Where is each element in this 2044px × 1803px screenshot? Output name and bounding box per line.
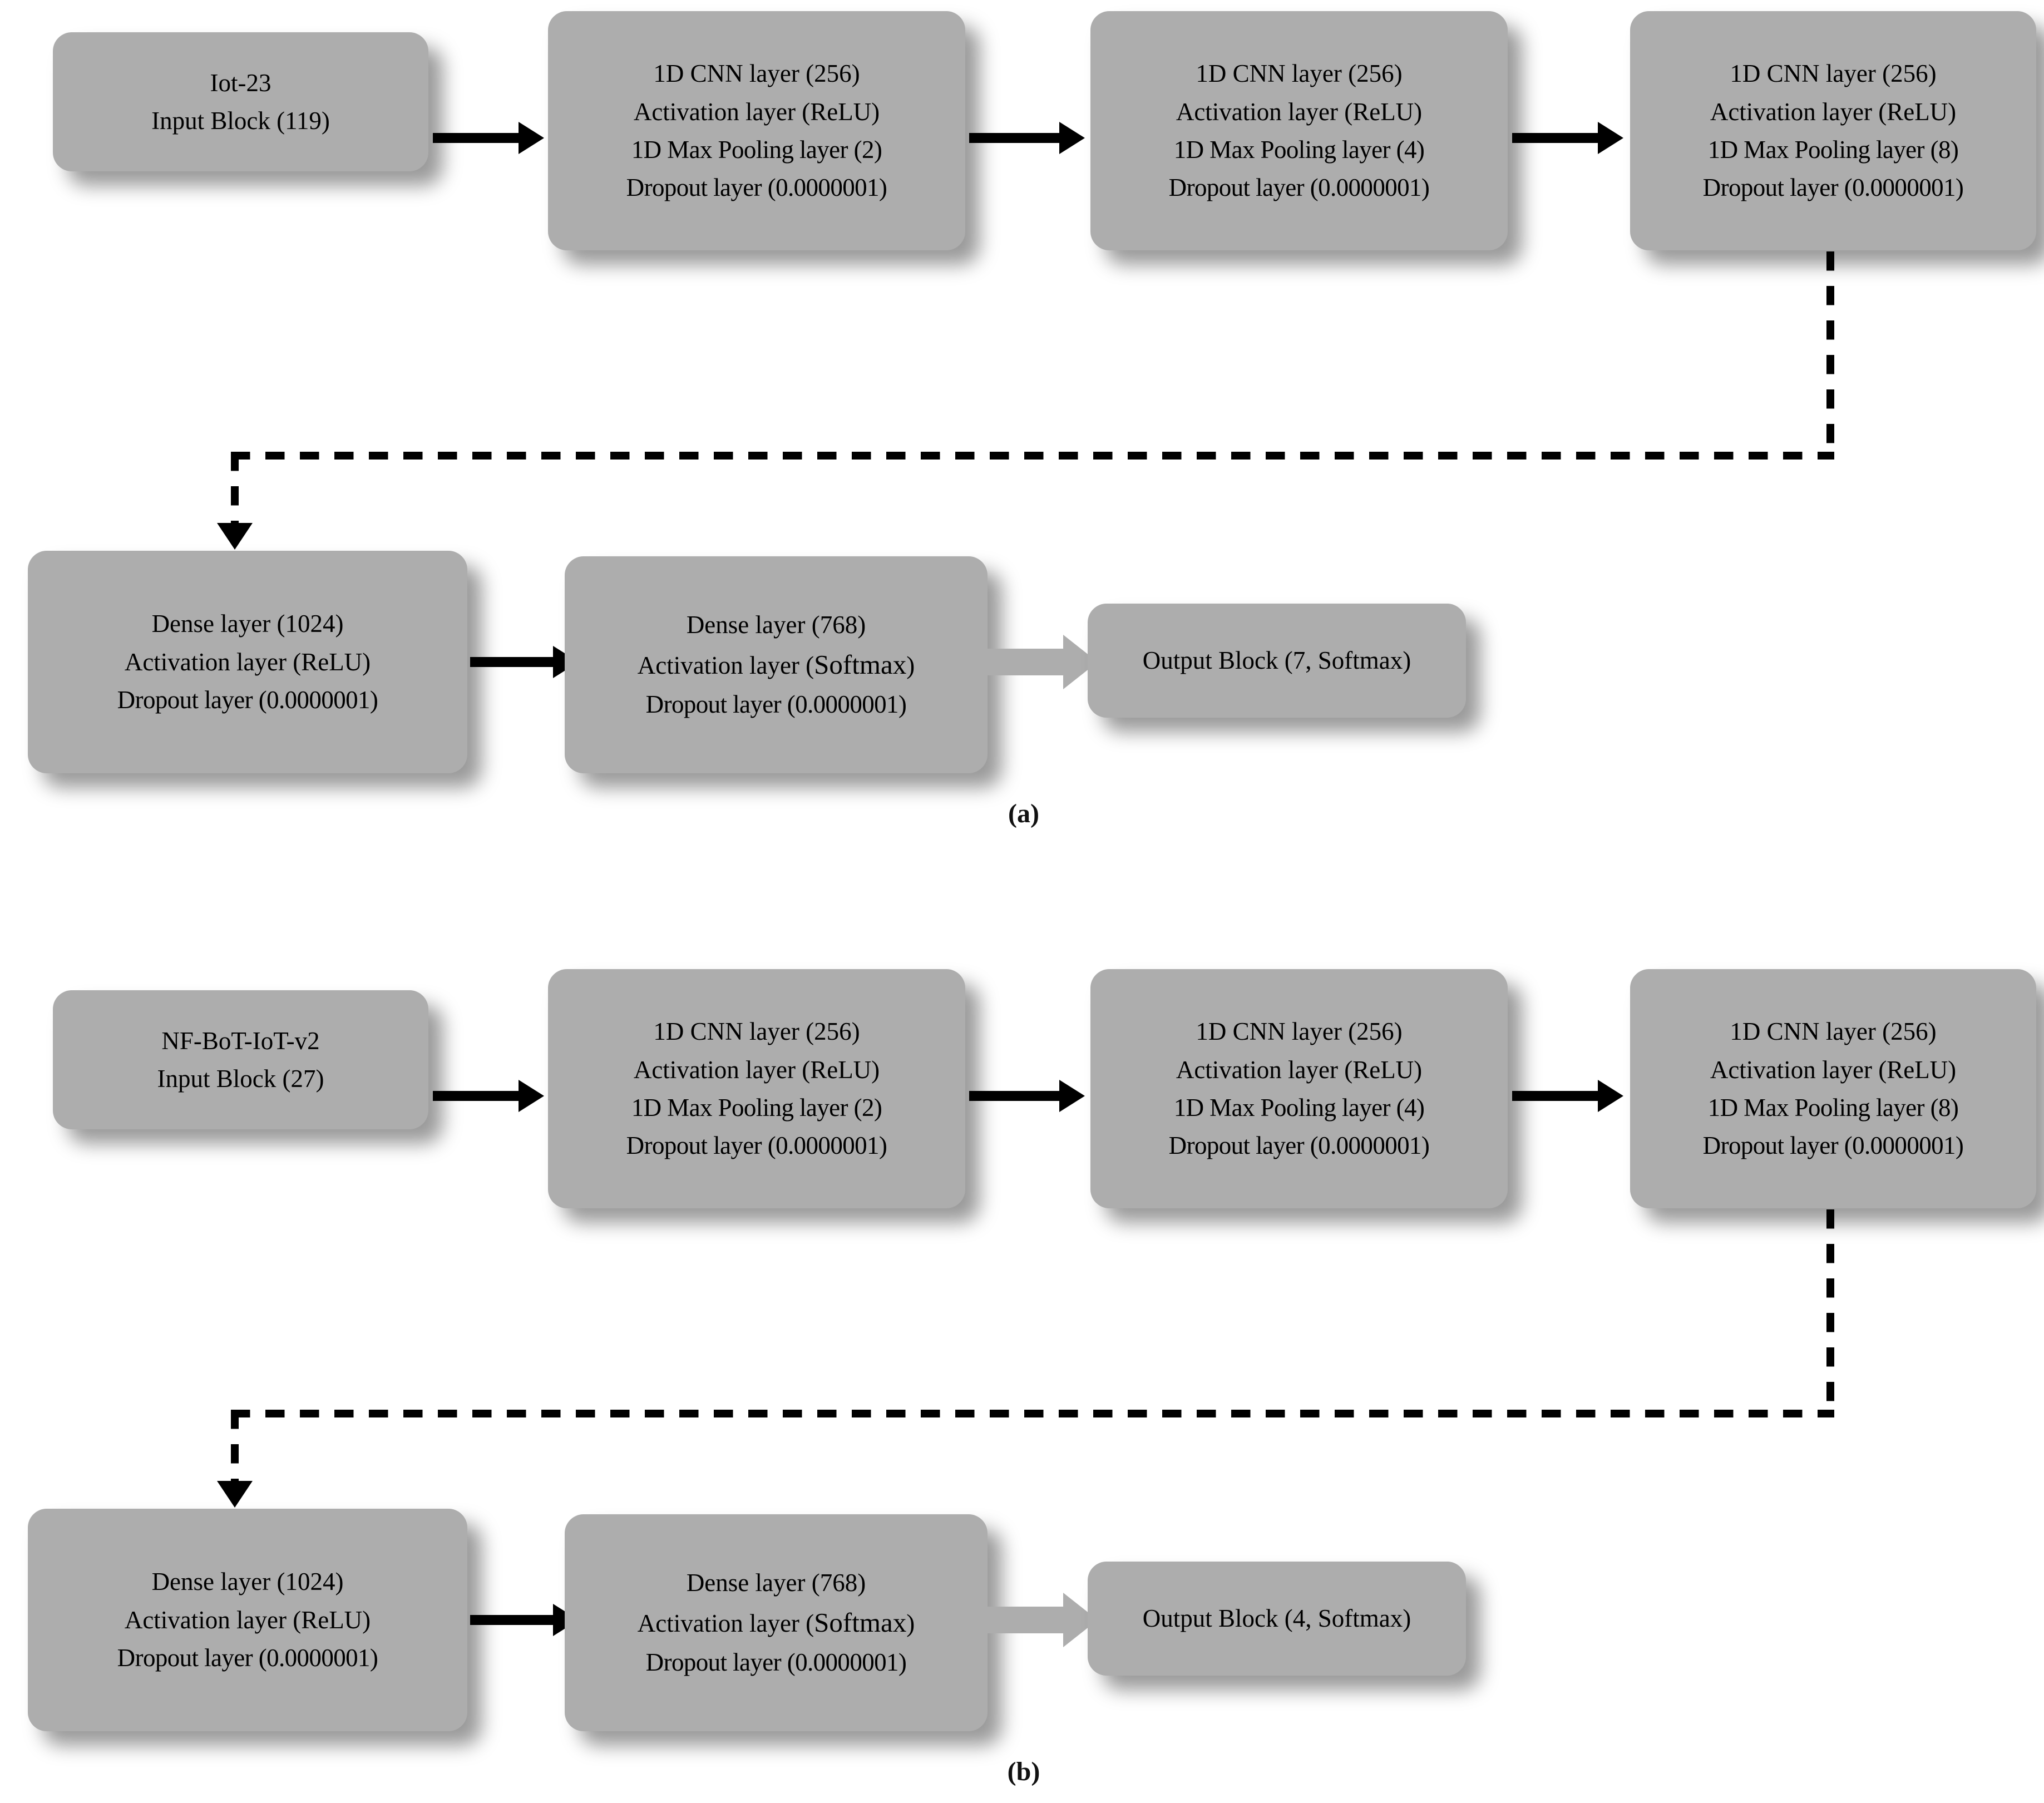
node-line: Output Block (7, Softmax) bbox=[1142, 646, 1411, 675]
node-line: Dropout layer (0.0000001) bbox=[1702, 1132, 1964, 1160]
node-line: 1D Max Pooling layer (8) bbox=[1707, 136, 1959, 164]
arrow-dense2-to-output-a bbox=[988, 629, 1099, 695]
node-line: Output Block (4, Softmax) bbox=[1142, 1604, 1411, 1633]
node-line: Activation layer (ReLU) bbox=[124, 648, 371, 676]
dashed-connector-vertical-b bbox=[1826, 1209, 1834, 1415]
node-line: 1D Max Pooling layer (2) bbox=[631, 136, 882, 164]
arrow-shaft bbox=[470, 657, 556, 667]
node-line: Dropout layer (0.0000001) bbox=[626, 174, 887, 202]
node-line: Activation layer (Softmax) bbox=[637, 1607, 915, 1638]
dashed-arrow-head-b bbox=[217, 1481, 253, 1508]
node-line: Dense layer (768) bbox=[686, 611, 866, 639]
panel-a-cnn-block-2: 1D CNN layer (256) Activation layer (ReL… bbox=[1090, 11, 1508, 250]
arrow-shaft bbox=[1512, 133, 1601, 143]
arrow-head bbox=[1059, 122, 1085, 154]
dashed-connector-horizontal-a bbox=[231, 452, 1831, 460]
node-line: 1D CNN layer (256) bbox=[1196, 1017, 1403, 1046]
node-line: Dropout layer (0.0000001) bbox=[645, 1648, 907, 1677]
arrow-head bbox=[1059, 1080, 1085, 1112]
node-line: Dropout layer (0.0000001) bbox=[645, 690, 907, 719]
arrow-head bbox=[519, 1080, 544, 1112]
panel-a-output-block: Output Block (7, Softmax) bbox=[1088, 604, 1466, 718]
node-line: Activation layer (ReLU) bbox=[633, 97, 880, 126]
arrow-shaft bbox=[1512, 1091, 1601, 1101]
node-line: 1D CNN layer (256) bbox=[1196, 60, 1403, 88]
panel-b-dense-block-1: Dense layer (1024) Activation layer (ReL… bbox=[28, 1509, 467, 1731]
node-line: Activation layer (ReLU) bbox=[1176, 97, 1423, 126]
node-line: Activation layer (ReLU) bbox=[1710, 1055, 1957, 1084]
node-line: Dense layer (1024) bbox=[151, 610, 344, 638]
arrow-shaft bbox=[433, 133, 522, 143]
node-line: Activation layer (Softmax) bbox=[637, 649, 915, 680]
panel-b-dense-block-2: Dense layer (768) Activation layer (Soft… bbox=[565, 1514, 988, 1731]
node-line: 1D CNN layer (256) bbox=[1730, 60, 1937, 88]
node-line: Dropout layer (0.0000001) bbox=[626, 1132, 887, 1160]
arrow-head bbox=[1598, 122, 1623, 154]
node-line: Dropout layer (0.0000001) bbox=[117, 1644, 378, 1672]
node-line: Iot-23 bbox=[210, 68, 271, 97]
node-line: 1D Max Pooling layer (2) bbox=[631, 1094, 882, 1122]
node-line: Dense layer (768) bbox=[686, 1569, 866, 1597]
panel-b-cnn-block-2: 1D CNN layer (256) Activation layer (ReL… bbox=[1090, 969, 1508, 1208]
panel-a-input-block: Iot-23 Input Block (119) bbox=[53, 32, 428, 171]
panel-b-cnn-block-3: 1D CNN layer (256) Activation layer (ReL… bbox=[1630, 969, 2036, 1208]
arrow-dense2-to-output-b bbox=[988, 1587, 1099, 1653]
node-line: Activation layer (ReLU) bbox=[633, 1055, 880, 1084]
node-line: Dropout layer (0.0000001) bbox=[117, 686, 378, 714]
dashed-arrow-head-a bbox=[217, 523, 253, 550]
node-line: Activation layer (ReLU) bbox=[124, 1606, 371, 1634]
node-line: Dropout layer (0.0000001) bbox=[1168, 174, 1430, 202]
node-line: 1D CNN layer (256) bbox=[1730, 1017, 1937, 1046]
node-line: 1D Max Pooling layer (8) bbox=[1707, 1094, 1959, 1122]
node-line: Input Block (119) bbox=[151, 107, 330, 135]
arrow-shaft bbox=[969, 133, 1063, 143]
dashed-connector-horizontal-b bbox=[231, 1410, 1831, 1417]
node-line: 1D CNN layer (256) bbox=[653, 1017, 860, 1046]
node-line: NF-BoT-IoT-v2 bbox=[161, 1026, 320, 1055]
arrow-body bbox=[988, 649, 1065, 675]
panel-a-caption: (a) bbox=[1008, 799, 1039, 828]
node-line: Activation layer (ReLU) bbox=[1176, 1055, 1423, 1084]
arrow-shaft bbox=[470, 1615, 556, 1625]
dashed-connector-vertical-a bbox=[1826, 251, 1834, 457]
arrow-shaft bbox=[433, 1091, 522, 1101]
node-line: 1D Max Pooling layer (4) bbox=[1173, 1094, 1425, 1122]
node-line: Input Block (27) bbox=[157, 1065, 324, 1093]
panel-a-dense-block-2: Dense layer (768) Activation layer (Soft… bbox=[565, 556, 988, 773]
arrow-head bbox=[1598, 1080, 1623, 1112]
dashed-connector-drop-b bbox=[231, 1410, 239, 1483]
panel-a-cnn-block-1: 1D CNN layer (256) Activation layer (ReL… bbox=[548, 11, 965, 250]
panel-b-cnn-block-1: 1D CNN layer (256) Activation layer (ReL… bbox=[548, 969, 965, 1208]
arrow-shaft bbox=[969, 1091, 1063, 1101]
dashed-connector-drop-a bbox=[231, 452, 239, 525]
panel-b-caption: (b) bbox=[1007, 1757, 1040, 1786]
node-line: 1D Max Pooling layer (4) bbox=[1173, 136, 1425, 164]
panel-a-cnn-block-3: 1D CNN layer (256) Activation layer (ReL… bbox=[1630, 11, 2036, 250]
panel-b-input-block: NF-BoT-IoT-v2 Input Block (27) bbox=[53, 990, 428, 1129]
arrow-body bbox=[988, 1607, 1065, 1633]
arrow-head bbox=[519, 122, 544, 154]
node-line: Dropout layer (0.0000001) bbox=[1702, 174, 1964, 202]
node-line: Dropout layer (0.0000001) bbox=[1168, 1132, 1430, 1160]
node-line: Activation layer (ReLU) bbox=[1710, 97, 1957, 126]
panel-b-output-block: Output Block (4, Softmax) bbox=[1088, 1562, 1466, 1676]
node-line: Dense layer (1024) bbox=[151, 1568, 344, 1596]
node-line: 1D CNN layer (256) bbox=[653, 60, 860, 88]
panel-a-dense-block-1: Dense layer (1024) Activation layer (ReL… bbox=[28, 551, 467, 773]
